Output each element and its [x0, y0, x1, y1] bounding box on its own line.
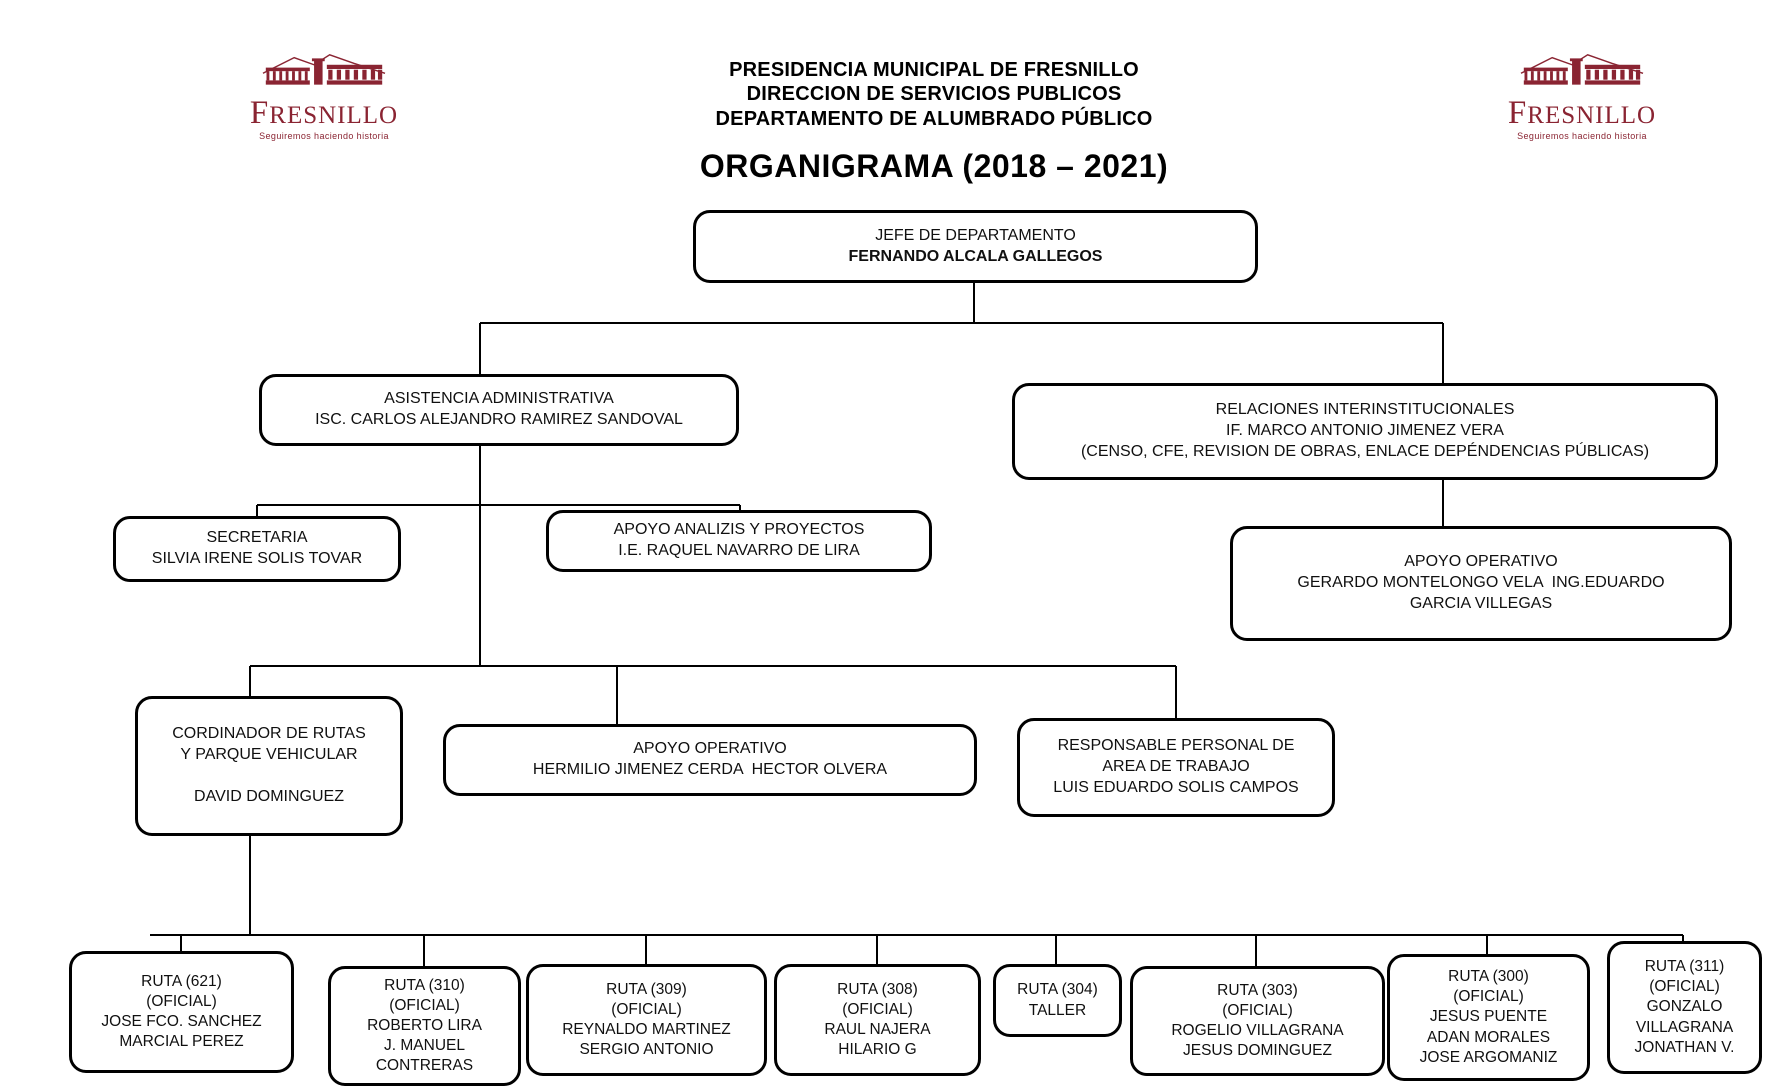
node-title: APOYO ANALIZIS Y PROYECTOS [613, 521, 865, 539]
node-title: SECRETARIA [206, 529, 308, 547]
node-title: CORDINADOR DE RUTAS [172, 725, 366, 743]
node-detail: (CENSO, CFE, REVISION DE OBRAS, ENLACE D… [1080, 442, 1650, 460]
org-node-jefe-de-departamento: JEFE DE DEPARTAMENTO FERNANDO ALCALA GAL… [693, 210, 1258, 283]
fresnillo-logo-right: FRESNILLO Seguiremos haciendo historia [1494, 52, 1670, 141]
node-person: I.E. RAQUEL NAVARRO DE LIRA [618, 542, 860, 559]
node-title: RUTA (303) [1217, 981, 1298, 999]
node-title: RUTA (300) [1448, 968, 1529, 986]
org-node-ruta-308: RUTA (308) (OFICIAL) RAUL NAJERA HILARIO… [774, 964, 981, 1076]
node-person: SILVIA IRENE SOLIS TOVAR [151, 550, 363, 567]
node-person: JOSE FCO. SANCHEZ [101, 1013, 262, 1030]
node-role: (OFICIAL) [1222, 1001, 1293, 1019]
node-title: AREA DE TRABAJO [1102, 758, 1250, 776]
fresnillo-logo-tagline: Seguiremos haciendo historia [259, 131, 389, 141]
fresnillo-logo-word: FRESNILLO [249, 95, 399, 131]
node-title: RUTA (310) [384, 976, 465, 994]
node-person: J. MANUEL [384, 1037, 465, 1055]
fresnillo-logo-left: FRESNILLO Seguiremos haciendo historia [236, 52, 412, 141]
org-node-ruta-621: RUTA (621) (OFICIAL) JOSE FCO. SANCHEZ M… [69, 951, 294, 1073]
org-node-apoyo-operativo-relaciones: APOYO OPERATIVO GERARDO MONTELONGO VELA … [1230, 526, 1732, 641]
header-line-3: DEPARTAMENTO DE ALUMBRADO PÚBLICO [715, 107, 1153, 130]
node-person: ROGELIO VILLAGRANA [1171, 1022, 1344, 1039]
node-person: ROBERTO LIRA [367, 1016, 482, 1034]
node-role: (OFICIAL) [1649, 978, 1720, 996]
page-title: ORGANIGRAMA (2018 – 2021) [699, 148, 1169, 184]
org-node-ruta-309: RUTA (309) (OFICIAL) REYNALDO MARTINEZ S… [526, 964, 767, 1076]
fresnillo-building-icon [262, 54, 386, 85]
node-person: JESUS DOMINGUEZ [1183, 1042, 1332, 1060]
node-person: HILARIO G [838, 1041, 917, 1059]
node-person: LUIS EDUARDO SOLIS CAMPOS [1053, 778, 1299, 796]
org-node-ruta-300: RUTA (300) (OFICIAL) JESUS PUENTE ADAN M… [1387, 954, 1590, 1081]
node-role: (OFICIAL) [611, 1000, 682, 1018]
org-node-ruta-310: RUTA (310) (OFICIAL) ROBERTO LIRA J. MAN… [328, 966, 521, 1086]
node-person: IF. MARCO ANTONIO JIMENEZ VERA [1226, 422, 1504, 440]
node-person: JESUS PUENTE [1429, 1008, 1548, 1026]
node-person: GARCIA VILLEGAS [1409, 594, 1553, 612]
org-node-ruta-311: RUTA (311) (OFICIAL) GONZALO VILLAGRANA … [1607, 941, 1762, 1074]
node-person: GERARDO MONTELONGO VELA ING.EDUARDO [1297, 574, 1665, 592]
org-node-relaciones-interinstitucionales: RELACIONES INTERINSTITUCIONALES IF. MARC… [1012, 383, 1718, 480]
fresnillo-logo-word: FRESNILLO [1507, 95, 1657, 131]
org-node-asistencia-administrativa: ASISTENCIA ADMINISTRATIVA ISC. CARLOS AL… [259, 374, 739, 446]
node-title: RUTA (621) [141, 972, 222, 990]
node-title: APOYO OPERATIVO [1404, 553, 1558, 571]
org-node-secretaria: SECRETARIA SILVIA IRENE SOLIS TOVAR [113, 516, 401, 582]
org-node-ruta-304: RUTA (304) TALLER [993, 964, 1122, 1037]
node-person: CONTRERAS [375, 1057, 474, 1075]
org-node-ruta-303: RUTA (303) (OFICIAL) ROGELIO VILLAGRANA … [1130, 966, 1385, 1076]
header-line-2: DIRECCION DE SERVICIOS PUBLICOS [746, 83, 1122, 106]
node-person: ADAN MORALES [1426, 1028, 1551, 1046]
node-person: VILLAGRANA [1635, 1018, 1734, 1036]
org-node-cordinador-de-rutas: CORDINADOR DE RUTAS Y PARQUE VEHICULAR D… [135, 696, 403, 836]
node-person: HERMILIO JIMENEZ CERDA HECTOR OLVERA [532, 761, 888, 778]
node-title: APOYO OPERATIVO [633, 740, 787, 758]
node-title: RUTA (304) [1017, 981, 1098, 999]
node-person: ISC. CARLOS ALEJANDRO RAMIREZ SANDOVAL [315, 411, 683, 428]
header-line-1: PRESIDENCIA MUNICIPAL DE FRESNILLO [729, 59, 1139, 81]
node-person: MARCIAL PEREZ [119, 1033, 244, 1051]
node-role: (OFICIAL) [1453, 988, 1524, 1006]
fresnillo-logo-tagline: Seguiremos haciendo historia [1517, 131, 1647, 141]
node-person: JOSE ARGOMANIZ [1419, 1048, 1558, 1066]
node-title: RESPONSABLE PERSONAL DE [1057, 737, 1295, 755]
fresnillo-building-icon [1520, 54, 1644, 85]
node-person: RAUL NAJERA [824, 1021, 931, 1038]
node-role: TALLER [1028, 1001, 1087, 1019]
node-title: Y PARQUE VEHICULAR [180, 746, 358, 764]
node-role: (OFICIAL) [842, 1000, 913, 1018]
node-title: RUTA (309) [606, 980, 687, 998]
node-person: REYNALDO MARTINEZ [562, 1021, 731, 1038]
node-person: DAVID DOMINGUEZ [194, 787, 344, 805]
document-header: PRESIDENCIA MUNICIPAL DE FRESNILLO DIREC… [574, 58, 1294, 131]
org-node-responsable-personal: RESPONSABLE PERSONAL DE AREA DE TRABAJO … [1017, 718, 1335, 817]
node-title: RELACIONES INTERINSTITUCIONALES [1215, 401, 1515, 419]
node-role: (OFICIAL) [146, 992, 217, 1010]
node-person: JONATHAN V. [1634, 1038, 1735, 1056]
node-role: (OFICIAL) [389, 996, 460, 1014]
node-spacer [144, 766, 394, 787]
node-person: SERGIO ANTONIO [579, 1041, 714, 1059]
node-title: ASISTENCIA ADMINISTRATIVA [384, 390, 614, 408]
node-person: FERNANDO ALCALA GALLEGOS [848, 247, 1103, 265]
org-node-apoyo-operativo-rutas: APOYO OPERATIVO HERMILIO JIMENEZ CERDA H… [443, 724, 977, 796]
node-title: RUTA (311) [1644, 958, 1725, 976]
node-person: GONZALO [1646, 998, 1723, 1016]
org-node-apoyo-analizis-y-proyectos: APOYO ANALIZIS Y PROYECTOS I.E. RAQUEL N… [546, 510, 932, 572]
node-title: JEFE DE DEPARTAMENTO [875, 226, 1076, 244]
node-title: RUTA (308) [837, 980, 918, 998]
